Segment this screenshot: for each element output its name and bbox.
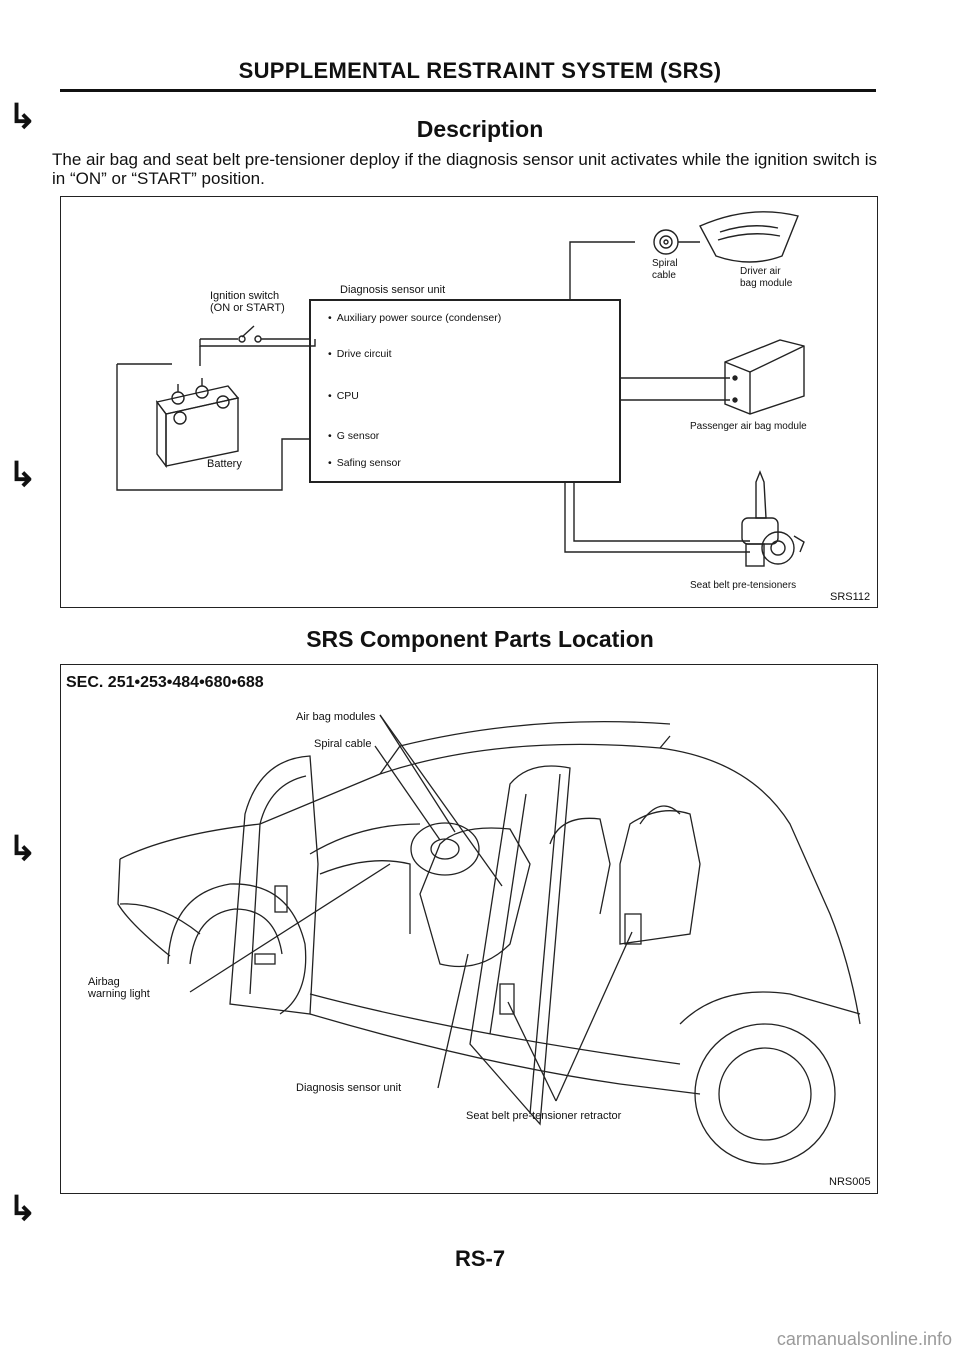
diagram-code: NRS005 [829, 1176, 871, 1188]
diagram-code: SRS112 [830, 591, 871, 603]
spiral-cable-location-label: Spiral cable [314, 738, 372, 750]
passenger-air-bag-label: Passenger air bag module [690, 421, 807, 432]
passenger-air-bag-icon [724, 339, 805, 415]
spiral-cable-label: Spiral cable [652, 258, 678, 281]
steering-wheel-icon [410, 822, 480, 876]
ignition-switch-label: Ignition switch (ON or START) [210, 290, 285, 314]
section-number: SEC. 251•253•484•680•688 [66, 674, 264, 691]
margin-mark-icon: ↳ [8, 456, 37, 494]
diagnosis-sensor-unit-location-label: Diagnosis sensor unit [296, 1082, 402, 1094]
front-seat [419, 827, 531, 968]
unit-item: Auxiliary power source (condenser) [328, 312, 502, 324]
diagnosis-sensor-unit-label: Diagnosis sensor unit [340, 284, 446, 296]
seat-belt-pretensioner-label: Seat belt pre-tensioners [690, 580, 797, 591]
rear-seat [619, 810, 701, 945]
seat-belt-retractor-icon [499, 983, 515, 1015]
rear-door [469, 765, 571, 1126]
battery-circuit-wire [199, 339, 316, 347]
header-rule [60, 89, 876, 92]
diagnosis-sensor-unit-box [309, 299, 621, 483]
airbag-warning-light-label: Airbag warning light [88, 976, 150, 1000]
battery-label: Battery [207, 458, 242, 470]
margin-mark-icon: ↳ [8, 98, 37, 136]
page-number: RS-7 [454, 1246, 506, 1271]
spiral-cable-icon [653, 229, 679, 255]
driver-air-bag-label: Driver air bag module [740, 266, 793, 289]
front-door [229, 755, 319, 1015]
driver-air-bag-icon [699, 211, 799, 263]
location-heading: SRS Component Parts Location [306, 626, 654, 652]
ignition-switch-icon [200, 325, 310, 343]
seat-belt-retractor-label: Seat belt pre-tensioner retractor [466, 1110, 622, 1122]
rear-wheel [694, 1023, 836, 1165]
unit-item: Drive circuit [328, 348, 392, 360]
margin-mark-icon: ↳ [8, 830, 37, 868]
margin-mark-icon: ↳ [8, 1190, 37, 1228]
description-heading: Description [416, 116, 544, 142]
unit-item: G sensor [328, 430, 380, 442]
leader-line [379, 714, 456, 833]
car-cutaway-drawing [117, 714, 861, 1165]
car-body-outline [119, 743, 861, 1025]
battery-icon [155, 378, 240, 469]
description-text: The air bag and seat belt pre-tensioner … [52, 150, 877, 188]
air-bag-modules-label: Air bag modules [296, 711, 376, 723]
watermark: carmanualsonline.info [776, 1329, 952, 1349]
diagnosis-unit-items-list: Auxiliary power source (condenser) Drive… [310, 300, 610, 482]
unit-item: Safing sensor [328, 457, 401, 469]
seat-belt-pretensioner-icon [741, 470, 805, 567]
unit-item: CPU [328, 390, 359, 402]
srs-wiring-drawing [116, 211, 805, 567]
page-header-title: SUPPLEMENTAL RESTRAINT SYSTEM (SRS) [238, 58, 722, 83]
